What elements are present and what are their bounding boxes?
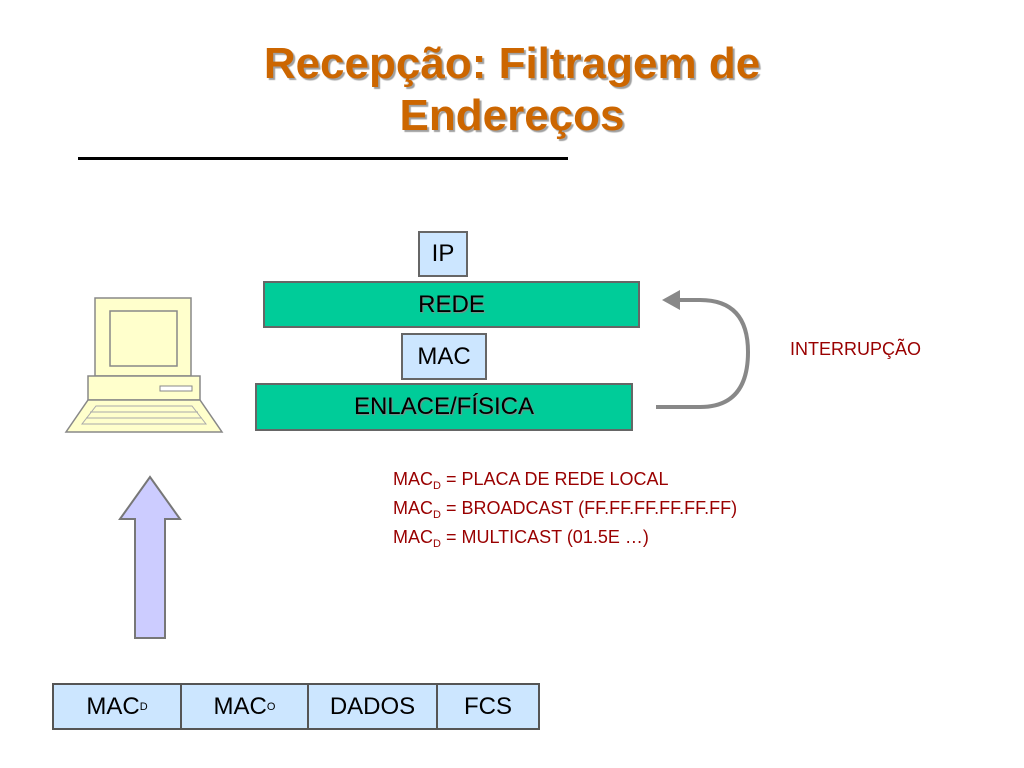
rede-layer-box: REDE xyxy=(263,281,640,328)
up-arrow-icon xyxy=(118,475,182,639)
title-line-2: Endereços xyxy=(399,91,625,140)
mac-box: MAC xyxy=(401,333,487,380)
ip-label: IP xyxy=(431,240,455,267)
frame-field-dados: DADOS xyxy=(309,685,438,728)
interrupt-label: INTERRUPÇÃO xyxy=(790,339,922,359)
rede-label: REDE xyxy=(418,290,485,318)
title-line-1: Recepção: Filtragem de xyxy=(263,39,761,88)
interrupt-arrow-icon xyxy=(656,290,751,409)
legend-line-3: MACD = MULTICAST (01.5E …) xyxy=(393,527,649,550)
title-underline xyxy=(78,157,568,160)
frame-field-fcs: FCS xyxy=(464,692,512,720)
legend-line-1: MACD = PLACA DE REDE LOCAL xyxy=(393,469,669,492)
enlace-layer-box: ENLACE/FÍSICA xyxy=(255,383,633,431)
computer-icon xyxy=(64,297,224,433)
mac-label: MAC xyxy=(417,342,471,370)
enlace-label: ENLACE/FÍSICA xyxy=(353,393,535,420)
slide-title: Recepção: Filtragem de Endereços xyxy=(0,38,1024,142)
legend-line-2: MACD = BROADCAST (FF.FF.FF.FF.FF.FF) xyxy=(393,498,738,521)
ip-box: IP xyxy=(418,231,468,277)
mac-legend: MACD = PLACA DE REDE LOCAL MACD = BROADC… xyxy=(393,468,737,555)
